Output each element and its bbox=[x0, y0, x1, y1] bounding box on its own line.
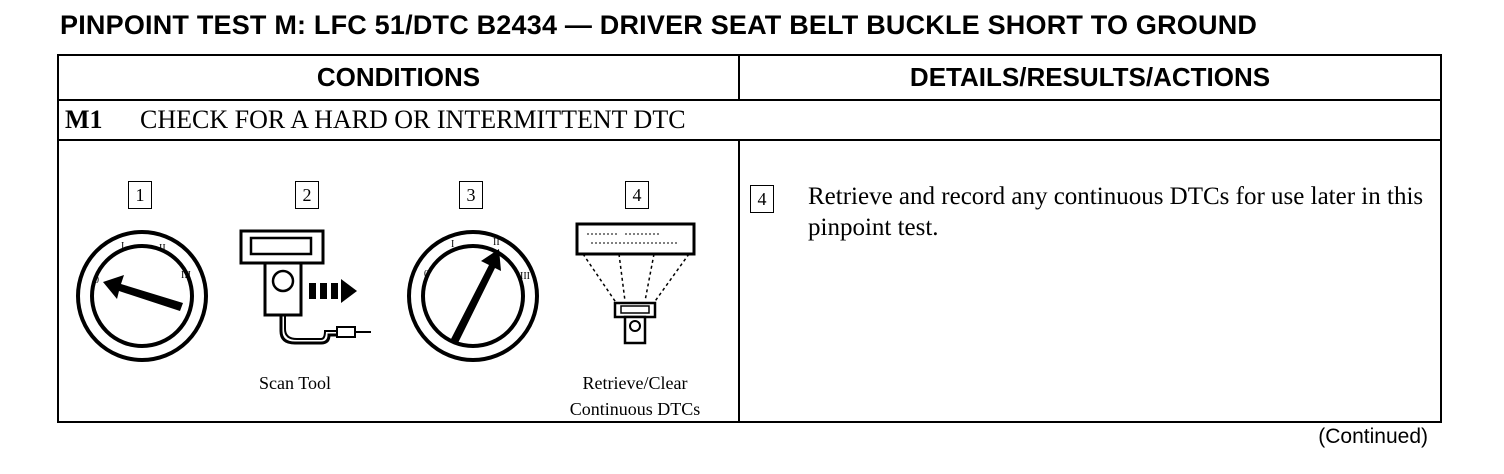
illustration-number-2: 2 bbox=[295, 181, 319, 209]
table-header-row: CONDITIONS DETAILS/RESULTS/ACTIONS bbox=[59, 56, 1440, 101]
details-cell: 4 Retrieve and record any continuous DTC… bbox=[740, 141, 1440, 421]
svg-text:0: 0 bbox=[94, 275, 99, 286]
step-title: CHECK FOR A HARD OR INTERMITTENT DTC bbox=[140, 105, 686, 134]
scan-tool-caption: Scan Tool bbox=[259, 373, 331, 393]
illustration-number-3: 3 bbox=[459, 181, 483, 209]
details-header: DETAILS/RESULTS/ACTIONS bbox=[909, 62, 1271, 92]
svg-text:II: II bbox=[159, 243, 166, 254]
pinpoint-test-table: CONDITIONS DETAILS/RESULTS/ACTIONS M1 CH… bbox=[57, 54, 1442, 423]
conditions-cell: 1 2 3 4 0 I II III bbox=[59, 141, 740, 421]
conditions-header: CONDITIONS bbox=[59, 56, 740, 99]
svg-text:III: III bbox=[520, 271, 530, 282]
retrieve-clear-caption-line2: Continuous DTCs bbox=[569, 399, 701, 419]
action-number: 4 bbox=[750, 185, 774, 213]
illustration-number-4: 4 bbox=[625, 181, 649, 209]
svg-text:II: II bbox=[493, 237, 500, 248]
action-text: Retrieve and record any continuous DTCs … bbox=[808, 183, 1424, 241]
illustration-number-1: 1 bbox=[128, 181, 152, 209]
ignition-switch-run-icon: 0 I II III bbox=[407, 230, 539, 362]
svg-text:I: I bbox=[121, 241, 124, 252]
page-title: PINPOINT TEST M: LFC 51/DTC B2434 — DRIV… bbox=[60, 10, 1258, 40]
scan-tool-icon bbox=[239, 229, 371, 345]
svg-text:III: III bbox=[181, 270, 191, 281]
ignition-switch-off-icon: 0 I II III bbox=[76, 230, 208, 362]
continued-label: (Continued) bbox=[1318, 425, 1428, 448]
step-body-row: 1 2 3 4 0 I II III bbox=[59, 141, 1440, 421]
svg-text:I: I bbox=[451, 239, 454, 250]
retrieve-clear-caption-line1: Retrieve/Clear bbox=[582, 373, 688, 393]
step-id: M1 bbox=[65, 105, 103, 134]
step-title-row: M1 CHECK FOR A HARD OR INTERMITTENT DTC bbox=[59, 101, 1440, 141]
retrieve-clear-dtcs-icon bbox=[575, 222, 696, 345]
svg-text:0: 0 bbox=[424, 269, 429, 280]
